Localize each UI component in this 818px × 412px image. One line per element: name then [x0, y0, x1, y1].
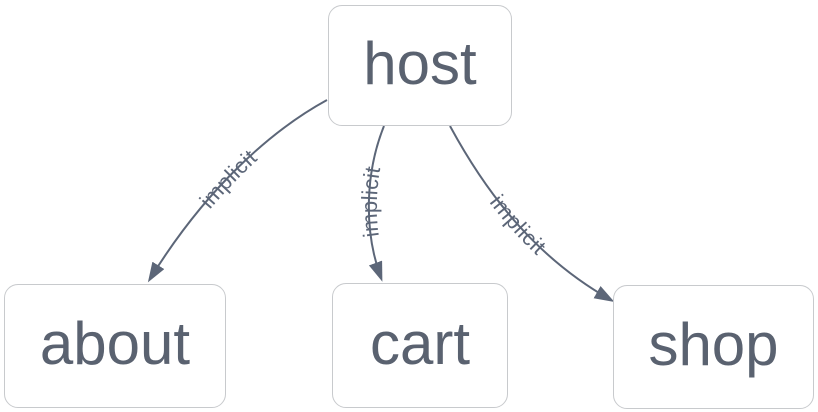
edge-host-about — [147, 99, 328, 283]
edge-label-host-cart: implicit — [356, 164, 385, 239]
node-about[interactable]: about — [4, 284, 226, 408]
node-shop[interactable]: shop — [613, 285, 814, 409]
edge-host-shop — [449, 125, 615, 302]
node-label: host — [363, 29, 477, 97]
node-cart[interactable]: cart — [332, 283, 508, 408]
edge-label-host-about: implicit — [194, 144, 261, 213]
edge-label-text: implicit — [194, 144, 261, 213]
node-label: cart — [369, 309, 471, 377]
edge-label-text: implicit — [485, 190, 551, 260]
edge-label-host-shop: implicit — [485, 190, 551, 260]
edge-label-text: implicit — [356, 164, 384, 239]
node-host[interactable]: host — [328, 5, 512, 126]
edge-host-cart — [367, 125, 385, 282]
node-label: about — [39, 310, 191, 377]
node-label: shop — [648, 311, 779, 378]
